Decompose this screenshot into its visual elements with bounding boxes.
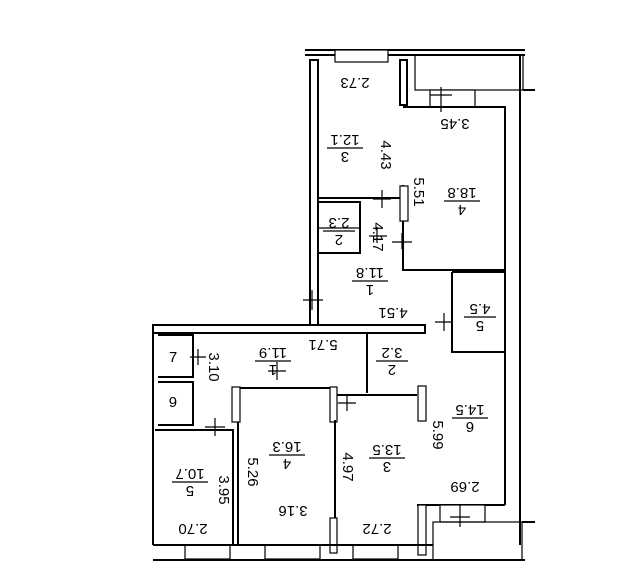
room-label: 418.8 [444, 184, 480, 218]
svg-text:13.5: 13.5 [372, 441, 401, 458]
svg-text:6: 6 [466, 418, 474, 435]
window [429, 89, 476, 108]
door [399, 185, 409, 222]
svg-text:5: 5 [186, 482, 194, 499]
crosshair-markers [190, 87, 470, 527]
window [264, 544, 321, 560]
svg-text:2: 2 [335, 231, 343, 248]
room-label: 510.7 [172, 465, 208, 499]
door [417, 385, 427, 422]
room-label: 111.9 [255, 344, 291, 378]
svg-text:3: 3 [341, 148, 349, 165]
room-label: 6 [169, 393, 177, 410]
room-label: 614.5 [452, 401, 488, 435]
room-label: 416.3 [269, 438, 305, 472]
door [329, 386, 338, 423]
svg-text:3.2: 3.2 [382, 344, 403, 361]
room-label: 312.1 [327, 131, 363, 165]
dimension: 3.10 [205, 352, 222, 381]
room-label: 22.3 [323, 214, 355, 248]
room-label: 7 [169, 349, 177, 366]
room-label: 54.5 [464, 300, 496, 334]
balcony [432, 521, 523, 561]
door [231, 386, 241, 423]
svg-text:16.3: 16.3 [272, 438, 301, 455]
svg-text:2.3: 2.3 [329, 214, 350, 231]
svg-text:11.8: 11.8 [356, 264, 384, 281]
svg-text:1: 1 [366, 281, 374, 298]
dimension: 3.95 [215, 475, 232, 504]
balcony [414, 54, 524, 91]
dimension: 4.51 [378, 304, 407, 321]
dimension: 2.73 [340, 74, 369, 91]
svg-text:14.5: 14.5 [455, 401, 484, 418]
svg-text:5: 5 [476, 317, 484, 334]
dimension: 2.69 [450, 478, 479, 495]
window [352, 544, 399, 560]
dimension: 5.51 [410, 177, 427, 206]
svg-text:1: 1 [269, 361, 277, 378]
window [439, 504, 486, 523]
svg-text:12.1: 12.1 [330, 131, 359, 148]
door [417, 504, 427, 556]
window [184, 544, 231, 560]
room-label: 111.8 [352, 264, 388, 298]
svg-text:10.7: 10.7 [175, 465, 204, 482]
door [329, 517, 338, 554]
dimension: 5.26 [244, 457, 261, 486]
dimension: 2.72 [362, 520, 391, 537]
dimension: 5.71 [308, 336, 337, 353]
room-label: 313.5 [369, 441, 405, 475]
svg-text:11.9: 11.9 [259, 344, 287, 361]
dimension: 3.16 [278, 502, 307, 519]
svg-text:4: 4 [458, 201, 466, 218]
svg-text:18.8: 18.8 [447, 184, 476, 201]
dimension: 3.45 [440, 115, 469, 132]
window [334, 49, 389, 63]
dimension-labels: 2.73 4.43 3.45 5.51 4.17 4.51 5.71 3.10 … [178, 74, 479, 537]
svg-text:4: 4 [283, 455, 291, 472]
svg-text:4.5: 4.5 [470, 300, 491, 317]
svg-text:3: 3 [383, 458, 391, 475]
dimension: 5.99 [429, 420, 446, 449]
dimension: 4.43 [377, 140, 394, 169]
dimension: 4.97 [339, 452, 356, 481]
dimension: 2.70 [178, 520, 207, 537]
room-labels: 312.1 418.8 22.3 111.8 54.5 111.9 23.2 6… [169, 131, 496, 499]
svg-text:2: 2 [388, 361, 396, 378]
room-label: 23.2 [376, 344, 408, 378]
